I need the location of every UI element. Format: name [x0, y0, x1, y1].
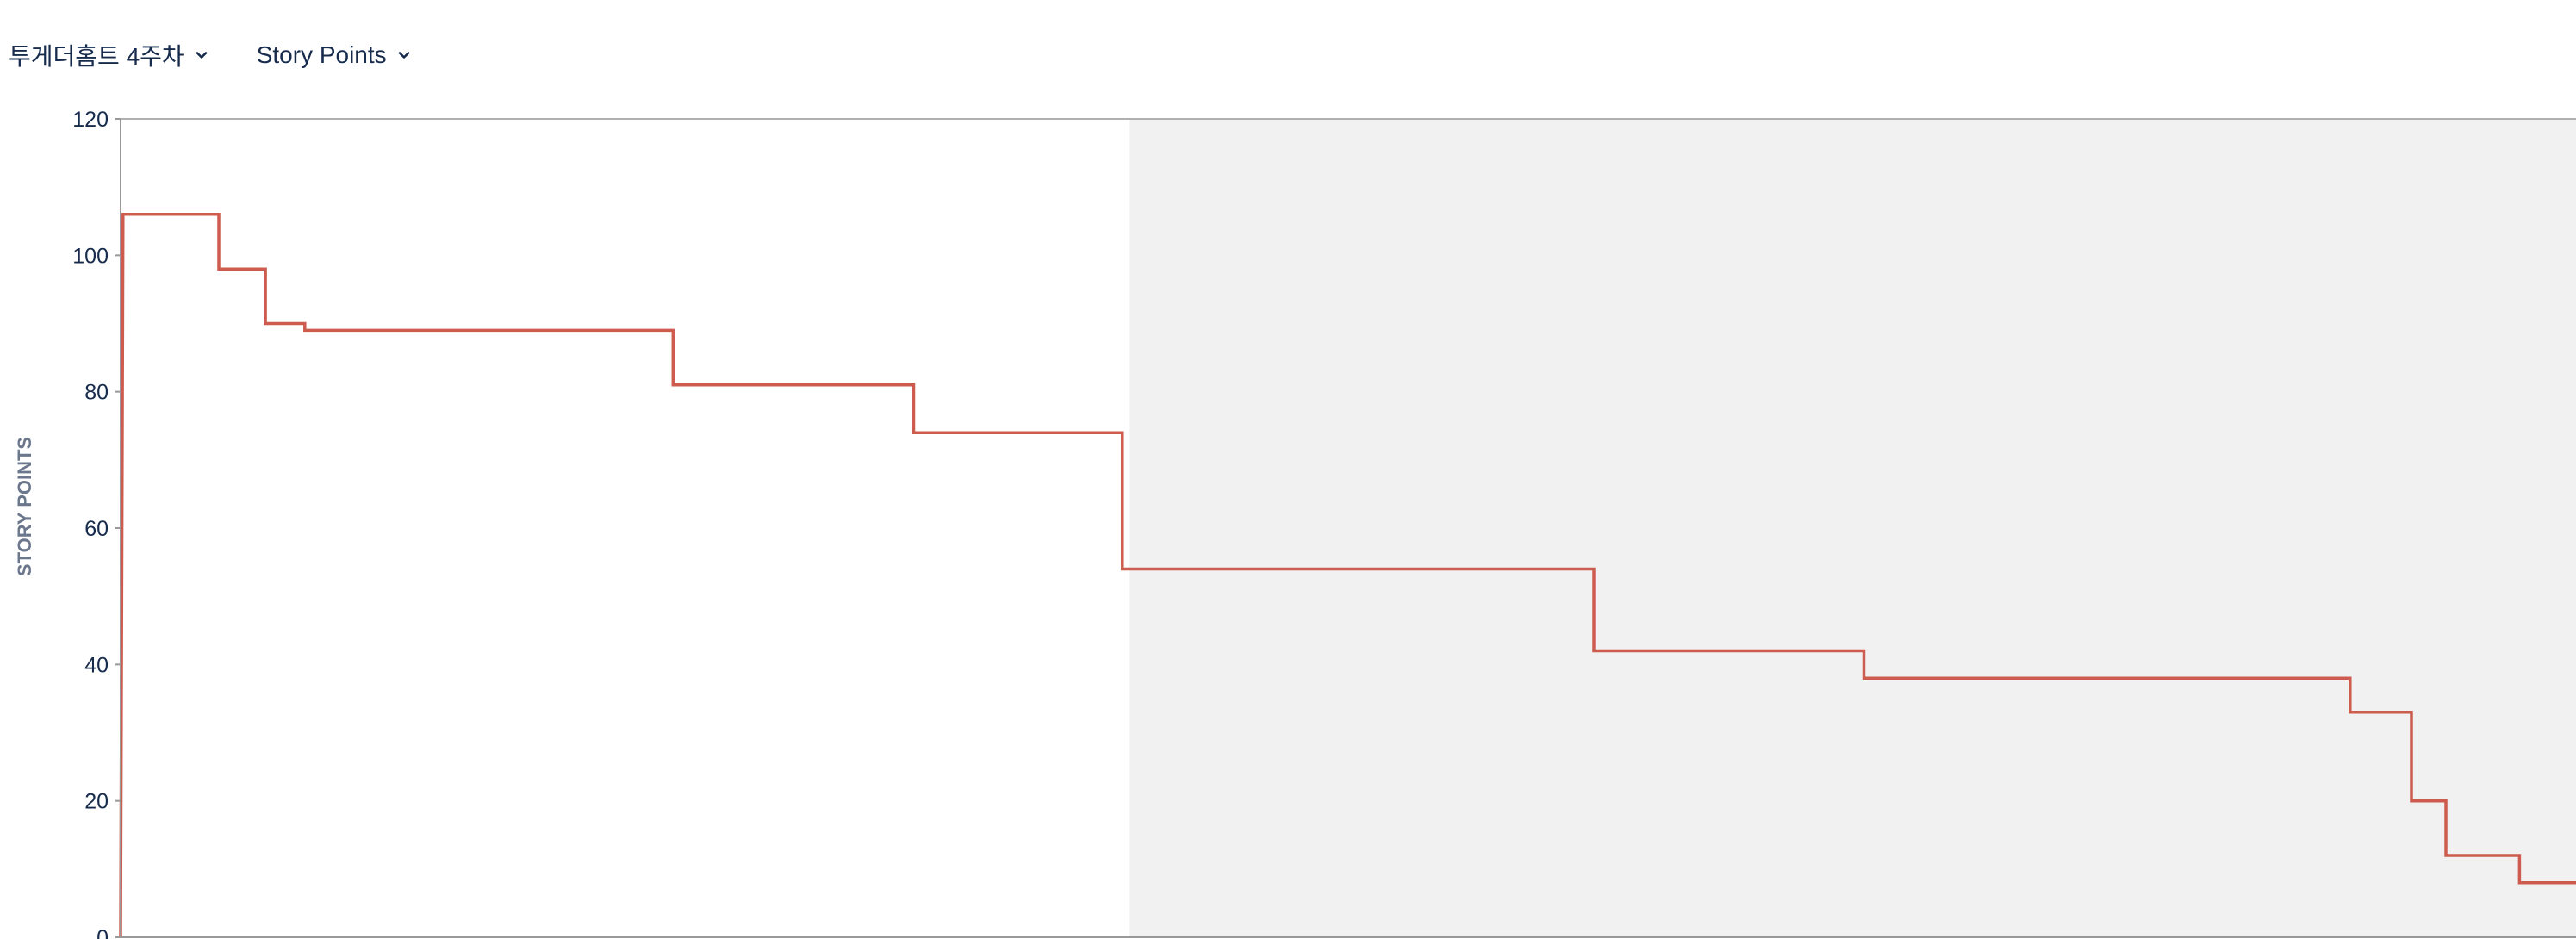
y-tick-label: 120	[72, 108, 109, 132]
y-axis-title: STORY POINTS	[14, 437, 35, 576]
chevron-down-icon	[195, 48, 208, 62]
plot-background	[1129, 119, 2576, 937]
chevron-down-icon	[397, 48, 411, 62]
y-tick-label: 0	[96, 926, 109, 939]
y-tick-label: 40	[84, 653, 109, 677]
chart-toolbar: 투게더홈트 4주차 Story Points	[9, 38, 411, 72]
estimation-select-value: Story Points	[256, 41, 387, 68]
y-tick-label: 60	[84, 517, 109, 541]
remaining-work-line	[119, 213, 2576, 938]
non-working-days-region	[1129, 119, 2576, 937]
y-tick-label: 100	[72, 244, 109, 268]
series-layer	[119, 213, 2576, 938]
y-tick-labels: 0 20 40 60 80 100 120	[72, 108, 121, 939]
estimation-select[interactable]: Story Points	[257, 38, 411, 72]
sprint-select-value: 투게더홈트 4주차	[9, 43, 184, 70]
y-tick-label: 20	[84, 790, 109, 814]
sprint-select[interactable]: 투게더홈트 4주차	[9, 38, 208, 72]
y-tick-label: 80	[84, 381, 109, 405]
